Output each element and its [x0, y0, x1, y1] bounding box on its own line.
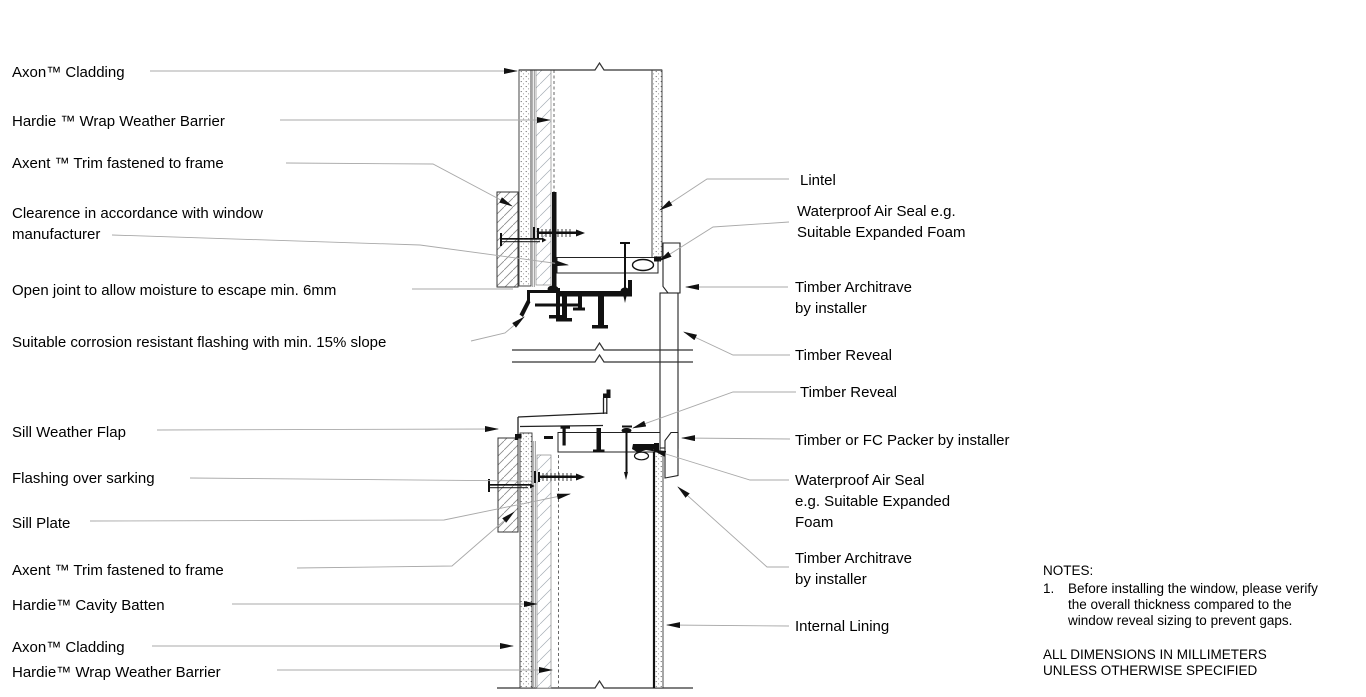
label-sill-weather-flap: Sill Weather Flap — [12, 424, 126, 441]
note-number: 1. — [1043, 581, 1055, 596]
architrave-sill-block — [664, 431, 679, 479]
internal-lining-head — [651, 69, 663, 259]
label-flashing-over-sarking: Flashing over sarking — [12, 470, 155, 487]
leader-lintel — [659, 178, 789, 211]
label-axent-trim-head: Axent ™ Trim fastened to frame — [12, 155, 224, 172]
label-packer: Timber or FC Packer by installer — [795, 432, 1010, 449]
cavity-batten-head — [535, 69, 552, 286]
timber-reveal-vertical — [659, 292, 679, 449]
leader-flashing-over-sarking — [189, 477, 533, 482]
head-detail — [496, 69, 681, 329]
label-open-joint: Open joint to allow moisture to escape m… — [12, 282, 337, 299]
leader-packer — [681, 435, 791, 442]
leader-clearance — [111, 234, 569, 267]
label-axon-cladding-head: Axon™ Cladding — [12, 64, 125, 81]
label-hardie-wrap-sill: Hardie™ Wrap Weather Barrier — [12, 664, 221, 681]
label-clearance: Clearence in accordance with window manu… — [12, 205, 263, 243]
note-text: Before installing the window, please ver… — [1068, 581, 1318, 628]
leader-timber-reveal-1 — [683, 331, 790, 356]
label-sill-plate: Sill Plate — [12, 515, 71, 532]
label-hardie-wrap-head: Hardie ™ Wrap Weather Barrier — [12, 113, 225, 130]
leader-internal-lining — [666, 622, 790, 629]
leader-sill-weather-flap — [156, 426, 499, 433]
label-cavity-batten: Hardie™ Cavity Batten — [12, 597, 165, 614]
sill-frame-black-parts — [515, 389, 611, 453]
break-lines — [497, 61, 693, 689]
nail-sill — [621, 425, 632, 480]
label-corrosion-flashing: Suitable corrosion resistant flashing wi… — [12, 334, 387, 351]
air-seal-head-oval — [631, 258, 655, 272]
cladding-head — [518, 69, 532, 287]
leader-air-seal-head — [658, 221, 790, 262]
label-architrave-head: Timber Architrave by installer — [795, 279, 912, 317]
screw-threaded-head — [533, 227, 585, 239]
label-air-seal-sill: Waterproof Air Seal e.g. Suitable Expand… — [795, 472, 951, 531]
notes-heading: NOTES: — [1043, 563, 1094, 578]
label-lintel: Lintel — [800, 172, 836, 189]
label-air-seal-head: Waterproof Air Seal e.g. Suitable Expand… — [797, 203, 966, 241]
notes-block: NOTES: 1. Before installing the window, … — [1043, 563, 1353, 679]
label-timber-reveal-1: Timber Reveal — [795, 347, 892, 364]
leader-timber-reveal-2 — [632, 391, 796, 429]
label-axent-trim-sill: Axent ™ Trim fastened to frame — [12, 562, 224, 579]
label-timber-reveal-2: Timber Reveal — [800, 384, 897, 401]
sill-detail — [488, 389, 679, 689]
cavity-batten-sill — [536, 454, 552, 689]
leader-architrave-sill — [677, 486, 789, 568]
leader-corrosion-flashing — [470, 316, 525, 342]
architrave-head-block — [662, 242, 681, 294]
leader-sill-plate — [89, 493, 571, 522]
leader-air-seal-sill — [652, 449, 789, 481]
screw-plain-sill — [488, 479, 535, 492]
screw-threaded-sill — [534, 471, 585, 483]
leader-axent-trim-sill — [296, 511, 515, 569]
window-head-frame — [519, 280, 632, 329]
label-internal-lining: Internal Lining — [795, 618, 890, 635]
label-architrave-sill: Timber Architrave by installer — [795, 550, 912, 588]
label-axon-cladding-sill: Axon™ Cladding — [12, 639, 125, 656]
air-seal-sill-oval — [633, 451, 650, 461]
air-seal-sill-blob — [632, 444, 658, 453]
dimensions-note: ALL DIMENSIONS IN MILLIMETERS UNLESS OTH… — [1043, 647, 1267, 678]
screw-plain-head — [500, 233, 547, 246]
leader-axent-trim-head — [285, 162, 513, 207]
cladding-sill — [519, 432, 533, 689]
leader-lines — [89, 68, 796, 673]
